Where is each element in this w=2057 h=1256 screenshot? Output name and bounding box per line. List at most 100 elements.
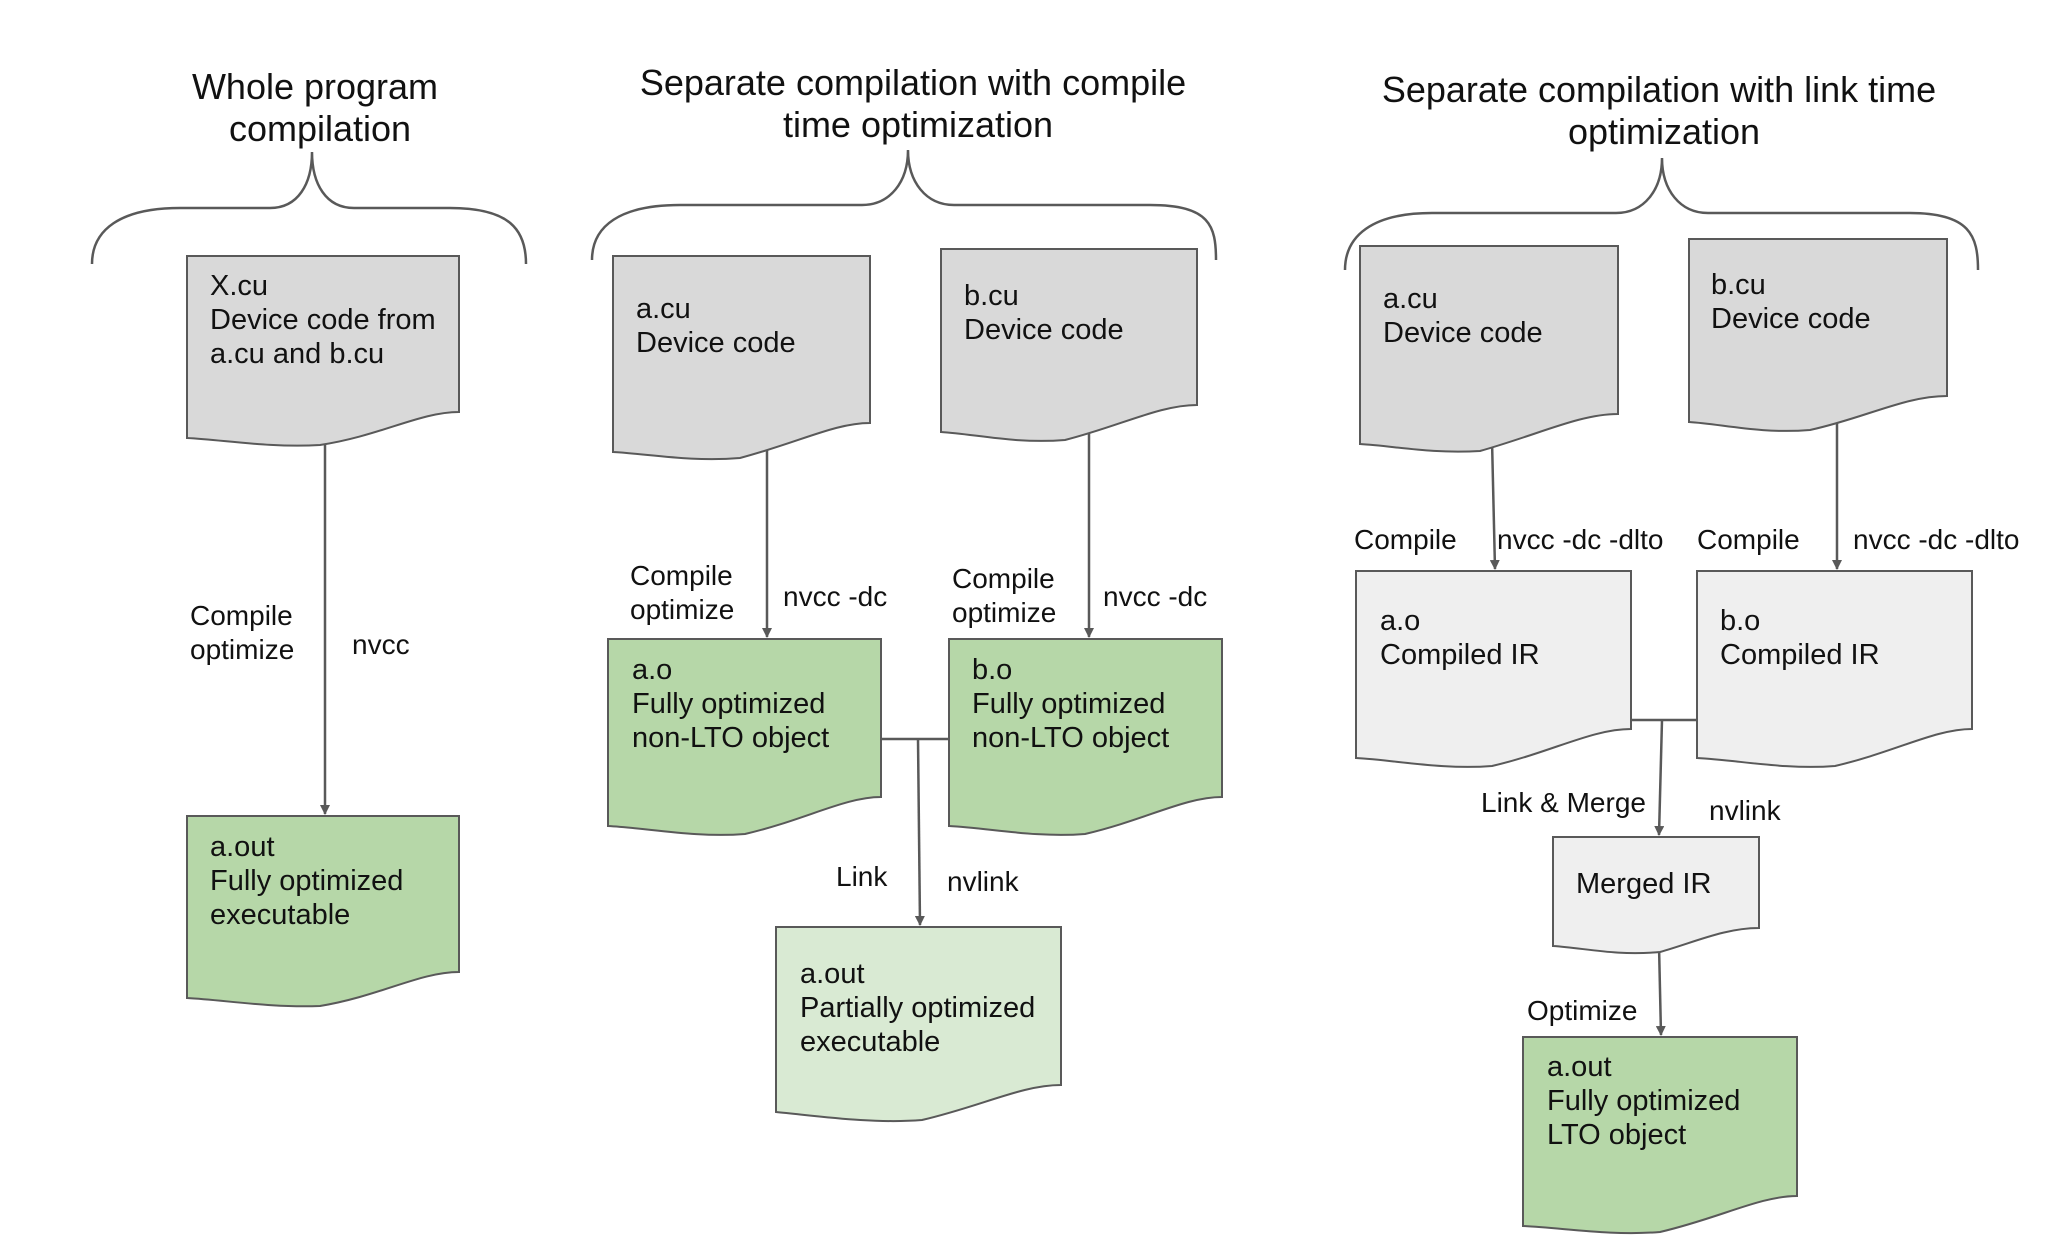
doc-line: b.cu bbox=[964, 280, 1019, 312]
label-line: Compile bbox=[952, 563, 1055, 594]
title-line: optimization bbox=[1568, 111, 1760, 152]
step-action-label: Compile optimize bbox=[630, 560, 740, 625]
doc-line: Fully optimized bbox=[210, 865, 403, 897]
doc-line: Compiled IR bbox=[1380, 639, 1540, 671]
document-text: X.cu Device code from a.cu and b.cu bbox=[210, 270, 444, 370]
step-action-label: Compile optimize bbox=[952, 563, 1062, 628]
doc-line: Device code bbox=[1711, 303, 1871, 335]
column-separate-compile-time: Separate compilation with compile time o… bbox=[590, 62, 1223, 1123]
document-shape bbox=[612, 255, 871, 461]
doc-line: a.out bbox=[800, 958, 865, 990]
label-line: optimize bbox=[952, 597, 1056, 628]
doc-line: non-LTO object bbox=[632, 722, 829, 754]
link-tool-label: nvlink bbox=[1709, 795, 1782, 826]
link-action-label: Link & Merge bbox=[1481, 787, 1646, 818]
doc-line: a.o bbox=[632, 654, 672, 686]
document-shape bbox=[1522, 1036, 1798, 1235]
column-separate-link-time: Separate compilation with link time opti… bbox=[1343, 69, 2020, 1235]
document-shape bbox=[1552, 836, 1760, 955]
doc-line: LTO object bbox=[1547, 1119, 1686, 1151]
doc-line: a.o bbox=[1380, 605, 1420, 637]
source-doc-x-cu: X.cu Device code from a.cu and b.cu bbox=[186, 255, 460, 447]
document-shape bbox=[775, 926, 1062, 1123]
optimize-action-label: Optimize bbox=[1527, 995, 1637, 1026]
document-text: Merged IR bbox=[1576, 868, 1711, 900]
object-doc-b-o: b.o Fully optimized non-LTO object bbox=[948, 638, 1223, 836]
doc-line: a.cu and b.cu bbox=[210, 338, 384, 370]
document-text: a.cu Device code bbox=[636, 293, 796, 359]
document-shape bbox=[1696, 570, 1973, 768]
doc-line: Device code bbox=[964, 314, 1124, 346]
output-doc-a-out: a.out Partially optimized executable bbox=[775, 926, 1062, 1123]
source-doc-b-cu: b.cu Device code bbox=[1688, 238, 1948, 432]
doc-line: Fully optimized bbox=[972, 688, 1165, 720]
document-text: b.o Fully optimized non-LTO object bbox=[972, 654, 1173, 754]
group-brace bbox=[90, 151, 528, 265]
document-shape bbox=[186, 255, 460, 447]
label-line: Compile bbox=[630, 560, 733, 591]
step-tool-label: nvcc bbox=[352, 629, 410, 660]
label-line: Compile bbox=[190, 600, 293, 631]
output-doc-a-out: a.out Fully optimized LTO object bbox=[1522, 1036, 1798, 1235]
doc-line: a.out bbox=[1547, 1051, 1612, 1083]
doc-line: Fully optimized bbox=[1547, 1085, 1740, 1117]
document-text: a.out Partially optimized executable bbox=[800, 958, 1043, 1058]
link-action-label: Link bbox=[836, 861, 888, 892]
document-text: a.cu Device code bbox=[1383, 283, 1543, 349]
doc-line: Fully optimized bbox=[632, 688, 825, 720]
doc-line: Device code from bbox=[210, 304, 436, 336]
doc-line: Partially optimized bbox=[800, 992, 1035, 1024]
title-line: compilation bbox=[229, 108, 411, 149]
column-title: Whole program compilation bbox=[192, 66, 448, 149]
document-shape bbox=[948, 638, 1223, 836]
document-shape bbox=[186, 815, 460, 1008]
document-text: a.o Compiled IR bbox=[1380, 605, 1540, 671]
document-text: b.cu Device code bbox=[1711, 269, 1871, 335]
output-doc-a-out: a.out Fully optimized executable bbox=[186, 815, 460, 1008]
column-title: Separate compilation with link time opti… bbox=[1382, 69, 1946, 152]
document-text: a.o Fully optimized non-LTO object bbox=[632, 654, 833, 754]
doc-line: b.cu bbox=[1711, 269, 1766, 301]
document-text: b.cu Device code bbox=[964, 280, 1124, 346]
document-text: a.out Fully optimized LTO object bbox=[1547, 1051, 1748, 1151]
step-action-label: Compile optimize bbox=[190, 600, 300, 665]
doc-line: a.cu bbox=[1383, 283, 1438, 315]
doc-line: executable bbox=[210, 899, 350, 931]
title-line: Separate compilation with compile bbox=[640, 62, 1186, 103]
step-tool-label: nvcc -dc bbox=[783, 581, 887, 612]
doc-line: Device code bbox=[636, 327, 796, 359]
object-doc-a-o: a.o Fully optimized non-LTO object bbox=[607, 638, 882, 836]
step-action-label: Compile bbox=[1697, 524, 1800, 555]
document-shape bbox=[940, 248, 1198, 442]
label-line: optimize bbox=[190, 634, 294, 665]
document-shape bbox=[1359, 245, 1619, 453]
link-arrow bbox=[914, 738, 925, 926]
doc-line: a.cu bbox=[636, 293, 691, 325]
title-line: Whole program bbox=[192, 66, 438, 107]
compile-arrow bbox=[1489, 439, 1500, 570]
document-shape bbox=[607, 638, 882, 836]
group-brace bbox=[590, 149, 1218, 261]
source-doc-a-cu: a.cu Device code bbox=[612, 255, 871, 461]
step-tool-label: nvcc -dc -dlto bbox=[1853, 524, 2020, 555]
step-action-label: Compile bbox=[1354, 524, 1457, 555]
doc-line: Merged IR bbox=[1576, 868, 1711, 900]
doc-line: X.cu bbox=[210, 270, 268, 302]
label-line: optimize bbox=[630, 594, 734, 625]
group-brace bbox=[1343, 157, 1980, 271]
object-doc-b-o: b.o Compiled IR bbox=[1696, 570, 1973, 768]
column-whole-program: Whole program compilation X.cu Device co… bbox=[90, 66, 528, 1008]
merged-ir-doc: Merged IR bbox=[1552, 836, 1760, 955]
link-arrow bbox=[1654, 719, 1665, 836]
title-line: Separate compilation with link time bbox=[1382, 69, 1936, 110]
link-tool-label: nvlink bbox=[947, 866, 1020, 897]
document-shape bbox=[1688, 238, 1948, 432]
doc-line: non-LTO object bbox=[972, 722, 1169, 754]
doc-line: a.out bbox=[210, 831, 275, 863]
document-shape bbox=[1355, 570, 1632, 768]
optimize-arrow bbox=[1655, 944, 1666, 1036]
step-tool-label: nvcc -dc -dlto bbox=[1497, 524, 1664, 555]
column-title: Separate compilation with compile time o… bbox=[640, 62, 1196, 145]
source-doc-a-cu: a.cu Device code bbox=[1359, 245, 1619, 453]
